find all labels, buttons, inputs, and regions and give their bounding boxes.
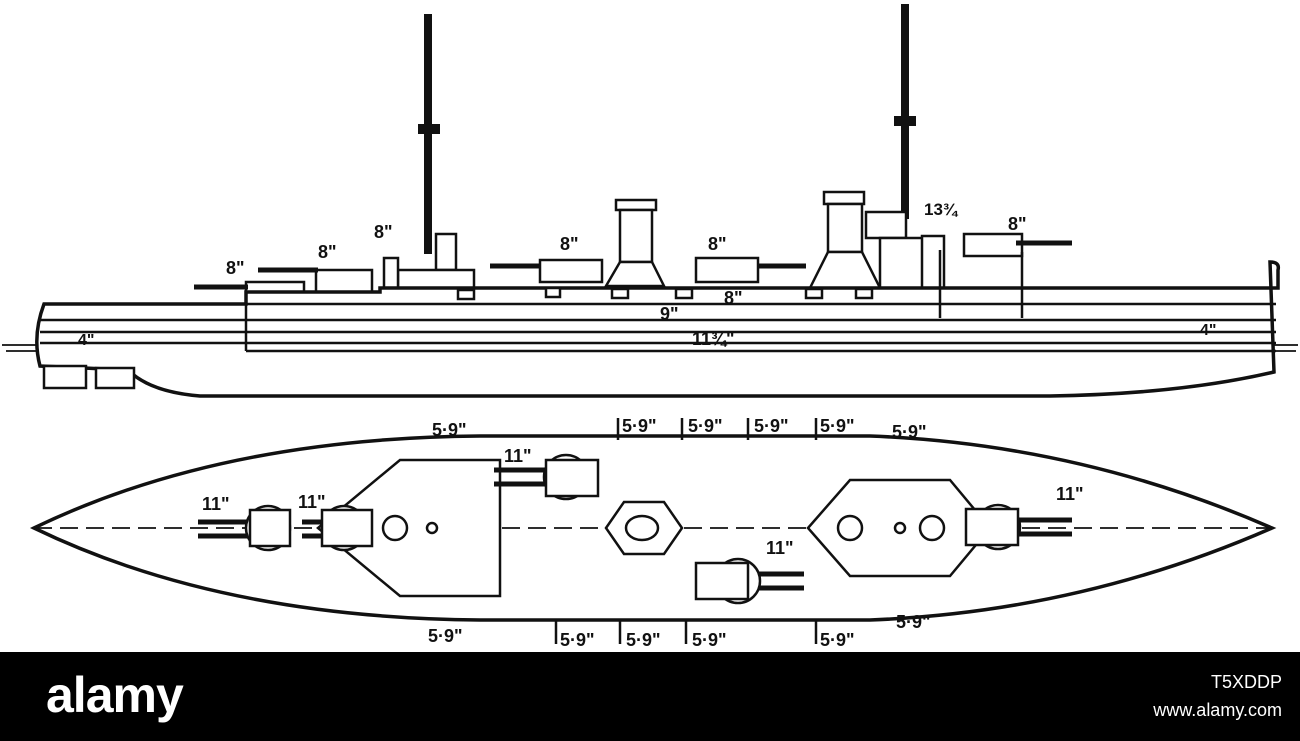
armor-belts <box>40 250 1276 390</box>
turret-label-wing-port: 11" <box>504 446 532 466</box>
upper-belt-label: 9" <box>660 304 679 324</box>
watermark-footer: alamy T5XDDP www.alamy.com <box>0 652 1300 741</box>
main-belt-label: 11¾" <box>692 329 735 349</box>
casemate-label-bottom-5: 5·9" <box>820 630 855 650</box>
side-hull <box>35 260 1281 398</box>
image-code: T5XDDP <box>1210 672 1282 692</box>
casemate-label-top-3: 5·9" <box>688 416 723 436</box>
gun-label-aft: 8" <box>1008 214 1027 234</box>
turret-label-fwd-1: 11" <box>202 494 230 514</box>
casemate-label-bottom-4: 5·9" <box>692 630 727 650</box>
gun-label-fwd-high: 8" <box>318 242 337 262</box>
plan-view: 11" 11" 11" 11" 11" 5·9" 5·9" 5·9" 5·9" … <box>29 416 1277 650</box>
casemate-label-bottom-6: 5·9" <box>896 612 931 632</box>
plan-turrets <box>198 453 1072 605</box>
casemate-brackets <box>554 418 818 644</box>
casemate-label-top-1: 5·9" <box>432 420 467 440</box>
casemate-label-top-2: 5·9" <box>622 416 657 436</box>
turret-label-aft: 11" <box>1056 484 1084 504</box>
casemate-label-top-5: 5·9" <box>820 416 855 436</box>
gun-label-fwd-top: 8" <box>374 222 393 242</box>
side-turrets <box>194 240 1072 290</box>
citadel-label: 8" <box>724 288 743 308</box>
side-elevation: 4" 4" 11¾" 9" 8" 8" 8" 8" 8" 8" 8" 13¾ <box>2 4 1298 398</box>
battleship-armor-diagram: 4" 4" 11¾" 9" 8" 8" 8" 8" 8" 8" 8" 13¾ <box>2 4 1298 650</box>
casemate-label-bottom-3: 5·9" <box>626 630 661 650</box>
turret-label-wing-stbd: 11" <box>766 538 794 558</box>
gun-label-mid-fwd: 8" <box>560 234 579 254</box>
gun-label-mid-aft: 8" <box>708 234 727 254</box>
bow-belt-label: 4" <box>78 332 94 349</box>
gun-label-fwd-low: 8" <box>226 258 245 278</box>
forward-deckhouse <box>316 458 502 598</box>
casemate-label-top-4: 5·9" <box>754 416 789 436</box>
casemate-label-bottom-2: 5·9" <box>560 630 595 650</box>
funnels <box>603 190 883 290</box>
conning-tower-label: 13¾ <box>924 200 959 219</box>
casemate-ports <box>456 286 874 301</box>
masts <box>418 4 916 254</box>
casemate-label-bottom-1: 5·9" <box>428 626 463 646</box>
stern-belt-label: 4" <box>1200 322 1216 339</box>
site-url: www.alamy.com <box>1153 700 1282 720</box>
casemate-label-top-6: 5·9" <box>892 422 927 442</box>
turret-label-fwd-2: 11" <box>298 492 326 512</box>
brand-logo: alamy <box>46 667 184 723</box>
